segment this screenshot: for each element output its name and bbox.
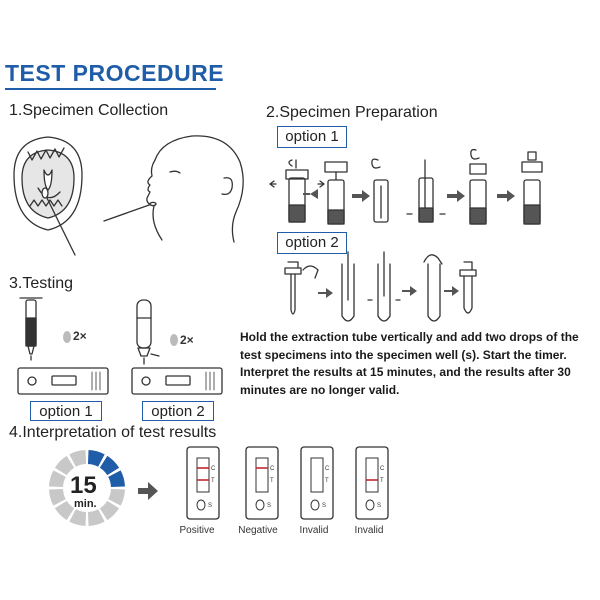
timer-segment bbox=[99, 455, 120, 476]
page-title: TEST PROCEDURE bbox=[5, 60, 225, 86]
dropper-bottle-icon bbox=[136, 299, 160, 365]
step-arrows bbox=[138, 189, 515, 500]
test-cassette-1 bbox=[17, 367, 109, 395]
cassette-mark-c: C bbox=[211, 466, 216, 472]
timer-segment bbox=[54, 500, 75, 521]
cassette-window bbox=[365, 457, 379, 493]
timer-segment bbox=[108, 470, 125, 488]
timer-unit: min. bbox=[74, 498, 97, 510]
cassette-mark-s: S bbox=[322, 503, 326, 509]
timer-segment bbox=[49, 488, 66, 506]
cassette-well bbox=[310, 499, 320, 511]
timer-segment bbox=[54, 455, 75, 476]
title-underline bbox=[5, 88, 216, 90]
cassette-mark-c: C bbox=[380, 466, 385, 472]
drop-icon-2 bbox=[170, 334, 178, 346]
dropper-tube-icon bbox=[19, 297, 43, 361]
timer-segment bbox=[99, 500, 120, 521]
section-interpretation: 4.Interpretation of test results bbox=[9, 424, 217, 441]
cassette-mark-t: T bbox=[270, 478, 274, 484]
cassette-mark-s: S bbox=[377, 503, 381, 509]
drop-icon-1 bbox=[63, 331, 71, 343]
timer-segment bbox=[87, 509, 105, 526]
timer-segment bbox=[108, 488, 125, 506]
result-label-positive: Positive bbox=[179, 525, 215, 536]
cassette-mark-c: C bbox=[325, 466, 330, 472]
cassette-well bbox=[255, 499, 265, 511]
cassette-mark-s: S bbox=[267, 503, 271, 509]
timer-value: 15 bbox=[70, 472, 97, 499]
cassette-well bbox=[196, 499, 206, 511]
preparation-option-2-steps bbox=[284, 251, 477, 322]
timer-segment bbox=[69, 450, 87, 467]
cassette-well bbox=[365, 499, 375, 511]
test-cassette-2 bbox=[131, 367, 223, 395]
testing-option-2-label: option 2 bbox=[142, 401, 214, 421]
section-testing: 3.Testing bbox=[9, 275, 74, 292]
open-mouth-icon bbox=[13, 136, 83, 256]
cassette-mark-t: T bbox=[325, 478, 329, 484]
timer-arrow-icon bbox=[138, 482, 158, 500]
section-specimen-preparation: 2.Specimen Preparation bbox=[266, 104, 438, 121]
testing-option-1-label: option 1 bbox=[30, 401, 102, 421]
section-specimen-collection: 1.Specimen Collection bbox=[9, 102, 169, 119]
timer-segment bbox=[69, 509, 87, 526]
drop-count-1: 2× bbox=[73, 329, 87, 343]
cassette-mark-s: S bbox=[208, 503, 212, 509]
cassette-window bbox=[310, 457, 324, 493]
result-label-negative: Negative bbox=[238, 525, 278, 536]
timer-segment bbox=[49, 470, 66, 488]
timer-ring bbox=[49, 450, 125, 526]
result-label-invalid-1: Invalid bbox=[299, 525, 329, 536]
timer-segment bbox=[87, 450, 105, 467]
cassette-window bbox=[255, 457, 269, 493]
instructions-text: Hold the extraction tube vertically and … bbox=[240, 330, 579, 397]
cassette-mark-c: C bbox=[270, 466, 275, 472]
cassette-mark-t: T bbox=[211, 478, 215, 484]
preparation-option-1-steps bbox=[269, 148, 543, 225]
result-label-invalid-2: Invalid bbox=[354, 525, 384, 536]
head-profile-icon bbox=[103, 135, 244, 243]
preparation-option-2-label: option 2 bbox=[277, 232, 347, 254]
preparation-option-1-label: option 1 bbox=[277, 126, 347, 148]
drop-count-2: 2× bbox=[180, 333, 194, 347]
cassette-window bbox=[196, 457, 210, 493]
cassette-mark-t: T bbox=[380, 478, 384, 484]
